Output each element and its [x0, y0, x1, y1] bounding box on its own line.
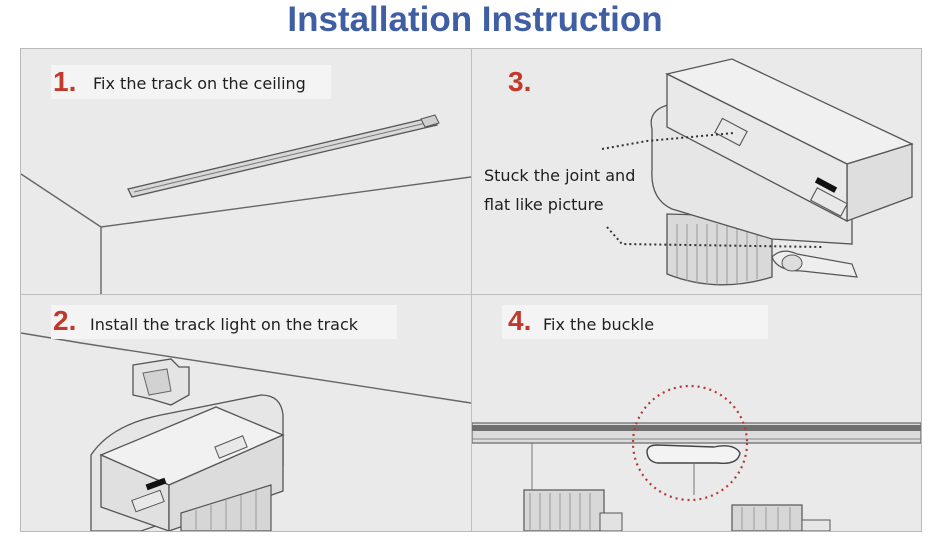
step-3-panel: 3. Stuck the joint and flat like picture — [472, 49, 921, 294]
buckle-illustration — [472, 384, 921, 531]
page-title: Installation Instruction — [287, 0, 663, 39]
step-2-panel: 2. Install the track light on the track — [21, 295, 471, 531]
step-4-text: Fix the buckle — [543, 315, 655, 334]
step-1-panel: 1. Fix the track on the ceiling — [21, 49, 471, 294]
joint-illustration — [601, 58, 914, 286]
step-3-note-line-1: Stuck the joint and — [484, 166, 636, 185]
step-2-number: 2. — [53, 305, 77, 336]
step-2-label-box — [51, 305, 397, 339]
track-light-illustration — [21, 332, 471, 531]
step-2-text: Install the track light on the track — [90, 315, 359, 334]
vertical-divider — [471, 49, 472, 531]
ceiling-track-illustration — [21, 114, 471, 294]
step-3-number: 3. — [508, 66, 532, 97]
instruction-grid: 1. Fix the track on the ceiling — [20, 48, 922, 532]
step-1-number: 1. — [53, 66, 77, 97]
horizontal-divider — [21, 294, 921, 295]
step-4-number: 4. — [508, 305, 532, 336]
step-1-label-box — [51, 65, 331, 99]
step-1-text: Fix the track on the ceiling — [93, 74, 306, 93]
step-4-panel: 4. Fix the buckle — [472, 295, 921, 531]
step-3-note-line-2: flat like picture — [484, 195, 604, 214]
step-4-label-box — [502, 305, 768, 339]
